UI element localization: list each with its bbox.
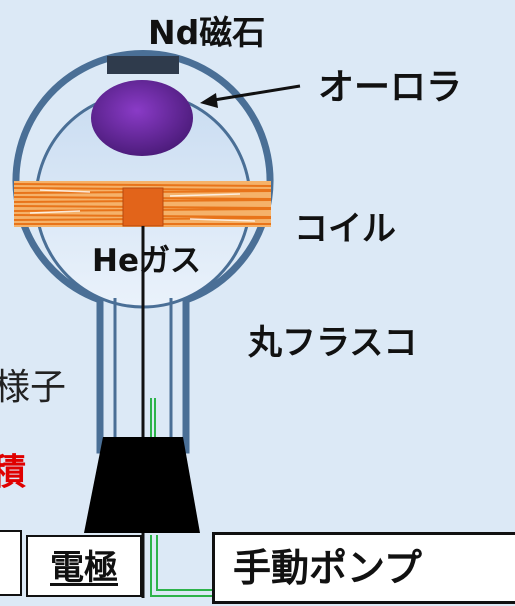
- cropped-text-state: 様子: [0, 367, 67, 408]
- electrode-box: 電極: [26, 535, 142, 597]
- cropped-left-box: [0, 530, 22, 596]
- he-gas-label: Heガス: [92, 243, 201, 279]
- aurora-arrow: [213, 84, 301, 102]
- electrode-label: 電極: [50, 548, 118, 588]
- rubber-stopper: [84, 437, 200, 533]
- nd-magnet-label: Nd磁石: [148, 13, 266, 52]
- cropped-text-red: 積: [0, 452, 27, 493]
- aurora-arrowhead: [200, 93, 218, 108]
- aurora-glow: [91, 80, 193, 156]
- aurora-label: オーロラ: [318, 67, 463, 108]
- hand-pump-label: 手動ポンプ: [233, 546, 422, 590]
- pump-tube-lower: [150, 535, 215, 597]
- coil-label: コイル: [294, 209, 396, 249]
- hand-pump-box: 手動ポンプ: [212, 532, 515, 604]
- flask-label: 丸フラスコ: [248, 323, 418, 363]
- center-electrode-block: [122, 187, 164, 227]
- nd-magnet: [107, 56, 179, 74]
- pump-tube-lower-outer: [156, 535, 215, 591]
